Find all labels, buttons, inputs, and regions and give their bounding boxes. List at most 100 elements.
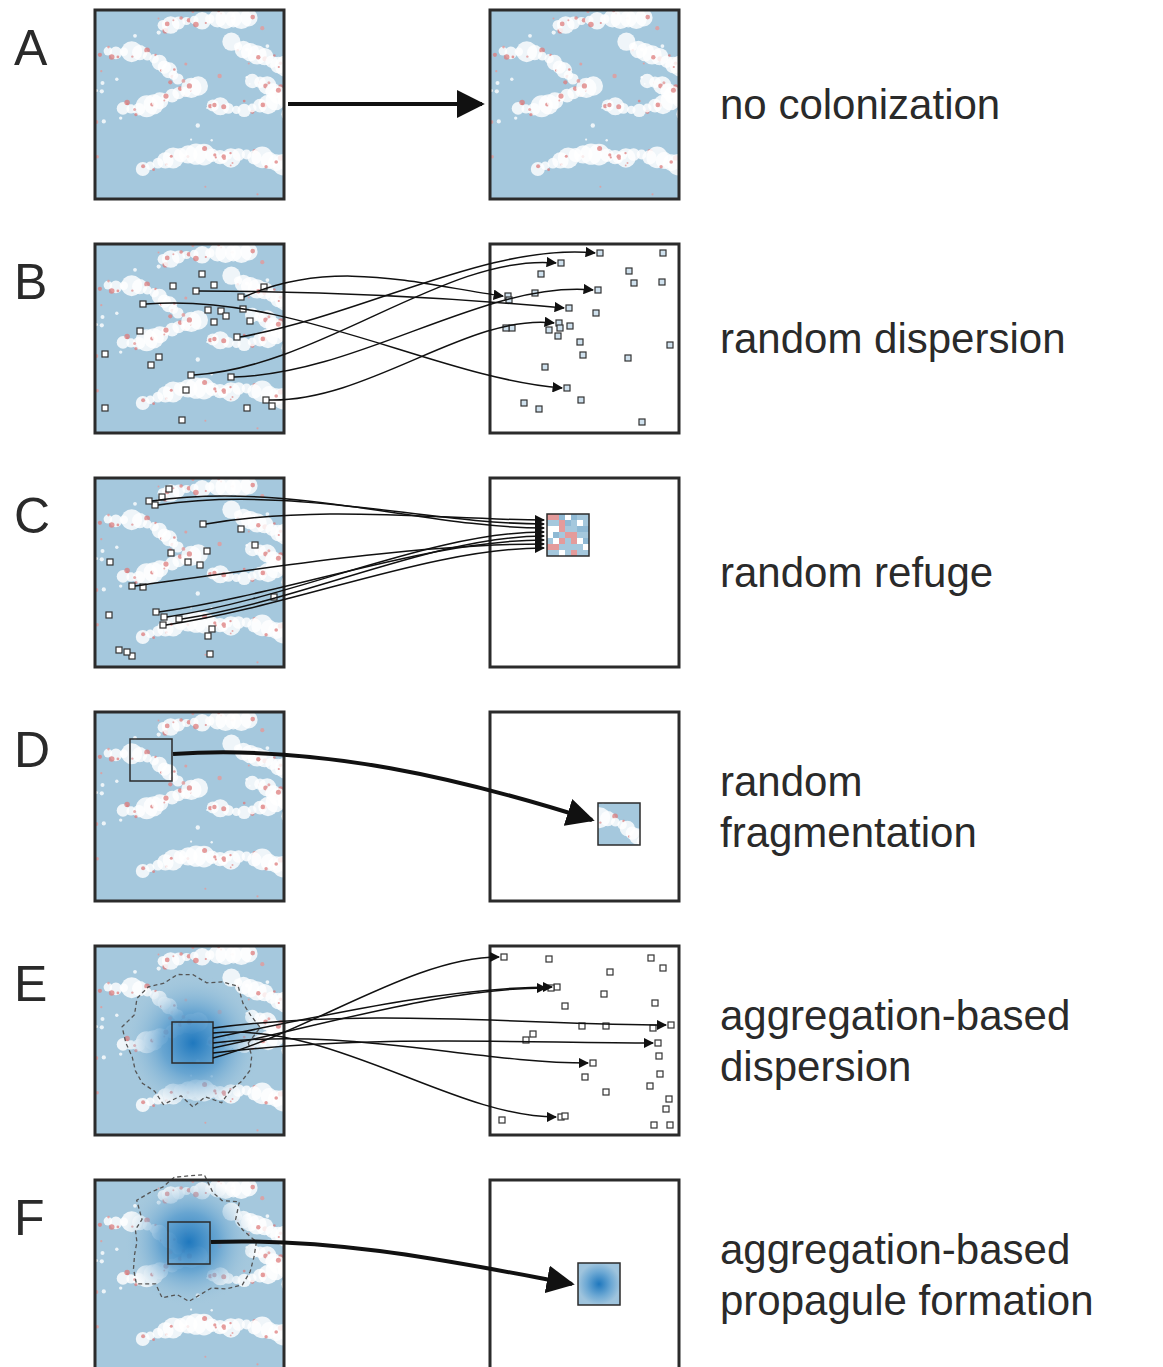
habitat-map	[95, 710, 315, 902]
panel-frame	[95, 1180, 284, 1367]
refuge-cell	[565, 526, 571, 532]
fragment-frame	[130, 739, 172, 781]
refuge-cell	[547, 538, 553, 544]
refuge-cell	[553, 514, 559, 520]
cell-square	[652, 1000, 658, 1006]
refuge-cell	[547, 520, 553, 526]
arrow	[213, 987, 552, 1038]
cell-square	[205, 633, 211, 639]
cell-square	[166, 486, 172, 492]
refuge-cell	[571, 538, 577, 544]
refuge-cell	[577, 520, 583, 526]
cell-square	[102, 405, 108, 411]
cell-square	[566, 305, 572, 311]
refuge-cell	[553, 532, 559, 538]
panel-frame	[490, 946, 679, 1135]
habitat-map	[95, 944, 315, 1136]
texture-use	[95, 8, 315, 200]
cell-square	[244, 405, 250, 411]
refuge-cell	[577, 514, 583, 520]
cell-square	[209, 626, 215, 632]
refuge-cell	[553, 550, 559, 556]
cell-square	[595, 287, 601, 293]
mode-label: aggregation-based dispersion	[720, 990, 1130, 1092]
mode-label: no colonization	[720, 79, 1000, 130]
refuge-frame	[547, 514, 589, 556]
arrow	[244, 276, 503, 297]
panel-frame	[490, 712, 679, 901]
refuge-cell	[583, 514, 589, 520]
cell-square	[205, 307, 211, 313]
refuge-cell	[583, 550, 589, 556]
refuge-cell	[565, 514, 571, 520]
cell-square	[521, 400, 527, 406]
cell-square	[546, 327, 552, 333]
cell-square	[647, 1083, 653, 1089]
habitat-map	[95, 8, 315, 200]
arrow	[213, 957, 499, 1058]
arrow	[158, 499, 544, 524]
refuge-cell	[565, 532, 571, 538]
panel-frame	[95, 244, 284, 433]
aggregate-outline	[134, 1175, 257, 1302]
cell-square	[562, 1113, 568, 1119]
cell-square	[228, 374, 234, 380]
cell-square	[183, 387, 189, 393]
panel-letter: D	[14, 720, 50, 781]
mode-label: random dispersion	[720, 313, 1066, 364]
cell-square	[554, 984, 560, 990]
mode-label: random refuge	[720, 547, 993, 598]
cell-square	[625, 355, 631, 361]
cell-square	[156, 354, 162, 360]
cell-square	[656, 1053, 662, 1059]
cell-square	[160, 622, 166, 628]
cell-square	[252, 542, 258, 548]
cell-square	[668, 1022, 674, 1028]
refuge-cell	[559, 550, 565, 556]
cell-square	[185, 559, 191, 565]
panel-frame	[95, 712, 284, 901]
panel-frame	[95, 478, 284, 667]
cell-square	[666, 1096, 672, 1102]
refuge-cell	[565, 538, 571, 544]
habitat-map	[95, 242, 315, 434]
cell-square	[176, 616, 182, 622]
cell-square	[263, 397, 269, 403]
arrow	[269, 322, 554, 400]
cell-square	[667, 1122, 673, 1128]
texture-use	[95, 710, 315, 902]
cell-square	[557, 325, 563, 331]
refuge-cell	[559, 544, 565, 550]
cell-square	[597, 250, 603, 256]
texture-use	[95, 476, 315, 668]
cell-square	[129, 583, 135, 589]
cell-square	[631, 280, 637, 286]
cell-square	[567, 323, 573, 329]
arrow	[288, 102, 482, 106]
refuge-cell	[553, 544, 559, 550]
arrow	[152, 496, 544, 528]
cell-square	[137, 328, 143, 334]
cell-square	[593, 310, 599, 316]
cell-square	[148, 362, 154, 368]
refuge-cell	[577, 550, 583, 556]
cell-square	[607, 969, 613, 975]
cell-square	[499, 1117, 505, 1123]
refuge-cell	[547, 550, 553, 556]
cell-square	[558, 260, 564, 266]
cell-square	[124, 649, 130, 655]
arrow	[211, 1241, 572, 1284]
cell-square	[626, 268, 632, 274]
cell-square	[651, 1122, 657, 1128]
refuge-cell	[565, 520, 571, 526]
habitat-map	[490, 8, 710, 200]
refuge-cell	[559, 526, 565, 532]
refuge-cell	[577, 526, 583, 532]
cell-square	[650, 1025, 656, 1031]
cell-square	[542, 364, 548, 370]
cell-square	[548, 985, 554, 991]
arrow	[240, 252, 595, 337]
cell-square	[667, 342, 673, 348]
arrow	[182, 536, 544, 619]
